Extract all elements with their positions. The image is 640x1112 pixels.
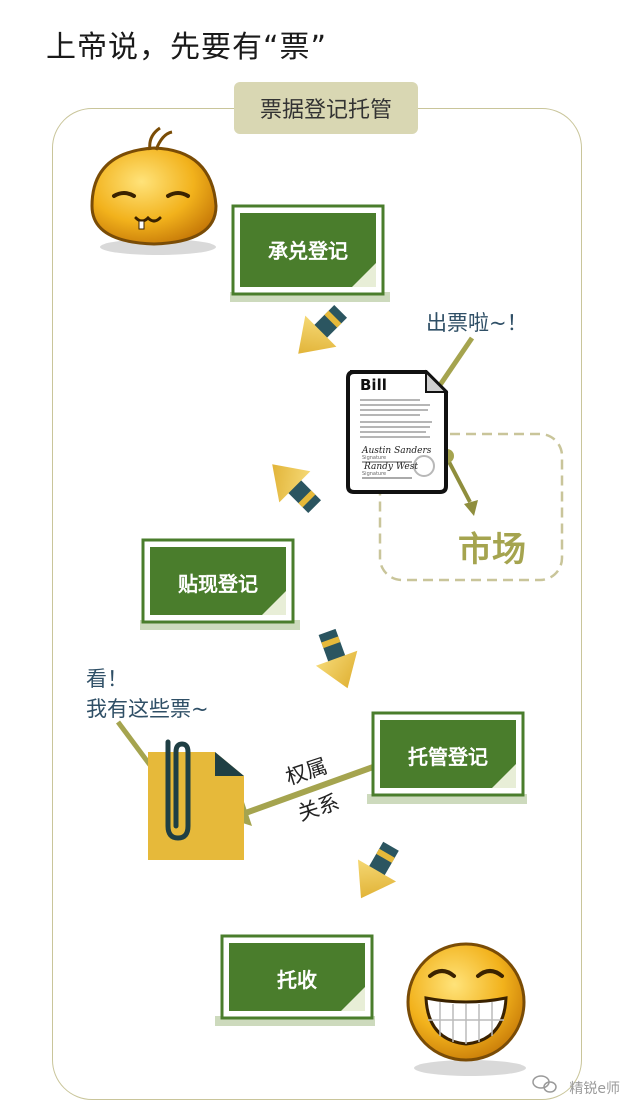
step-box-accept	[230, 204, 390, 302]
bill-signer-2: Randy West	[364, 462, 418, 472]
section-header-label: 票据登记托管	[259, 98, 392, 123]
market-dashed-box	[378, 432, 564, 582]
look-callout-line1: 看！	[86, 667, 128, 691]
look-callout-line2: 我有这些票~	[86, 697, 209, 721]
step-label-discount: 贴现登记	[178, 572, 258, 596]
step-box-custody	[367, 711, 527, 804]
flow-arrow-1	[298, 305, 347, 354]
folder-icon	[148, 739, 244, 860]
step-box-discount	[140, 538, 300, 630]
bill-heading: Bill	[360, 376, 387, 394]
grinning-face-icon	[406, 942, 526, 1076]
flow-arrow-3	[315, 628, 358, 689]
bill-market-connector	[445, 457, 472, 503]
bill-signature-label-2: Signature	[362, 471, 387, 477]
market-label: 市场	[458, 530, 526, 570]
look-callout-pointer	[115, 720, 153, 767]
step-label-collection: 托收	[277, 968, 317, 992]
step-label-accept: 承兑登记	[268, 239, 348, 263]
page-title: 上帝说，先要有“票”	[46, 30, 328, 65]
wechat-icon	[532, 1075, 557, 1093]
bill-signature-label-1: Signature	[362, 455, 387, 461]
step-label-custody: 托管登记	[408, 745, 488, 769]
flow-arrow-4	[357, 841, 399, 899]
issue-callout: 出票啦~！	[426, 311, 528, 335]
issue-callout-pointer	[437, 336, 475, 387]
watermark: 精锐e师	[569, 1081, 620, 1097]
bill-signer-1: Austin Sanders	[362, 446, 432, 456]
section-header: 票据登记托管	[234, 82, 418, 134]
step-box-collection	[215, 934, 375, 1026]
bill-document-icon	[346, 369, 449, 494]
flow-arrow-2	[272, 464, 321, 513]
smiley-face-icon	[90, 126, 218, 255]
